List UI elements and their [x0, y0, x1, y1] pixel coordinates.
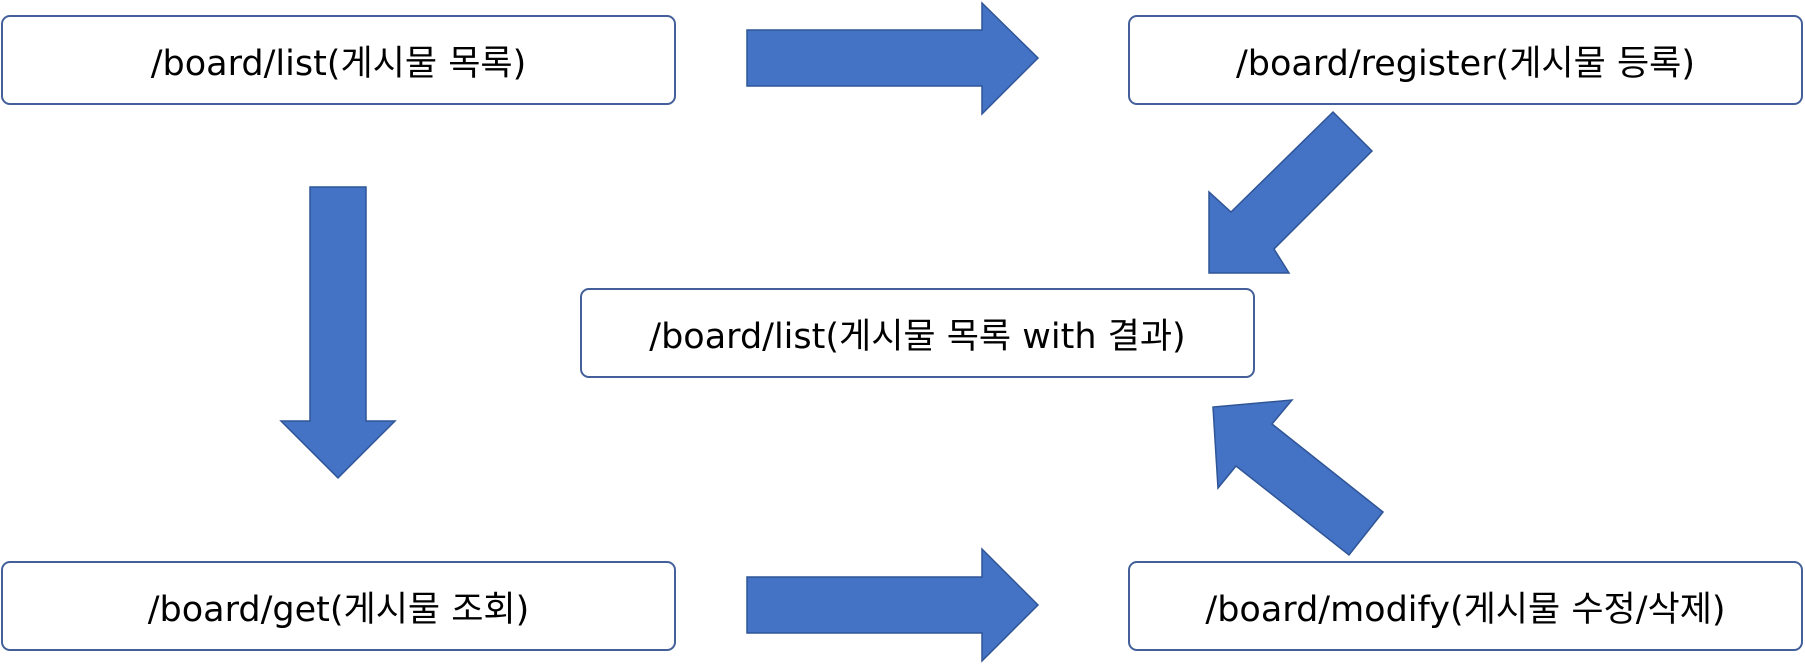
- arrow-modify-to-list-result: [1212, 399, 1385, 557]
- node-board-modify-label: /board/modify(게시물 수정/삭제): [1205, 589, 1726, 630]
- node-board-get-label: /board/get(게시물 조회): [147, 589, 530, 630]
- node-board-list-result-label: /board/list(게시물 목록 with 결과): [649, 316, 1186, 357]
- arrow-get-to-modify: [746, 547, 1040, 663]
- node-board-modify: /board/modify(게시물 수정/삭제): [1128, 561, 1803, 651]
- node-board-list-result: /board/list(게시물 목록 with 결과): [580, 288, 1255, 378]
- node-board-register: /board/register(게시물 등록): [1128, 15, 1803, 105]
- node-board-register-label: /board/register(게시물 등록): [1235, 43, 1696, 84]
- arrow-register-to-list-result: [1208, 110, 1374, 274]
- node-board-list: /board/list(게시물 목록): [1, 15, 676, 105]
- arrow-list-to-get: [279, 186, 397, 480]
- node-board-list-label: /board/list(게시물 목록): [150, 43, 527, 84]
- node-board-get: /board/get(게시물 조회): [1, 561, 676, 651]
- arrow-list-to-register: [746, 1, 1040, 116]
